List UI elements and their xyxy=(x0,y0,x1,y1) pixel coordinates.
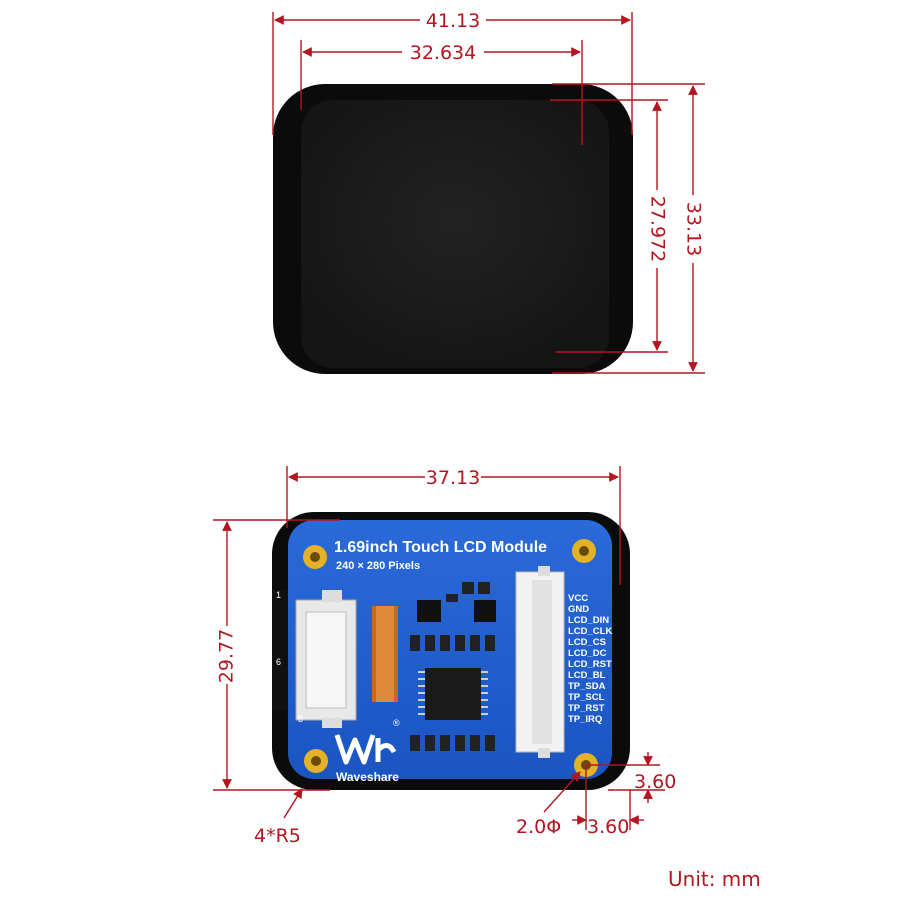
small-components xyxy=(410,582,496,751)
pin-label: TP_IRQ xyxy=(568,714,602,725)
outer-height-label: 33.13 xyxy=(683,202,705,256)
pin-label: LCD_RST xyxy=(568,659,612,670)
waveshare-logo-icon xyxy=(334,734,397,765)
pin-label: LCD_BL xyxy=(568,670,606,681)
pin-label: LCD_DC xyxy=(568,648,607,659)
pin-label: LCD_DIN xyxy=(568,615,609,626)
brand-label: Waveshare xyxy=(336,770,399,784)
active-width-label: 32.634 xyxy=(410,42,476,64)
lcd-active-area xyxy=(301,100,609,368)
pin-label: TP_SDA xyxy=(568,681,606,692)
top-view: 41.13 32.634 33.13 27.972 xyxy=(272,8,705,374)
pin-label: LCD_CLK xyxy=(568,626,612,637)
pin-header xyxy=(515,566,565,758)
unit-label: Unit: mm xyxy=(668,867,761,891)
silk-mark: 1 xyxy=(276,590,281,600)
main-ic xyxy=(418,668,488,720)
bottom-view: 1.69inch Touch LCD Module 240 × 280 Pixe… xyxy=(213,465,676,847)
pin-label: VCC xyxy=(568,593,588,604)
board-width-label: 37.13 xyxy=(426,467,480,489)
silk-mark: 8 xyxy=(298,714,303,724)
registered-mark: ® xyxy=(393,718,400,728)
pin-label: LCD_CS xyxy=(568,637,606,648)
mounting-hole xyxy=(303,545,327,569)
pin-label: TP_SCL xyxy=(568,692,605,703)
hole-offset-x-label: 3.60 xyxy=(587,816,629,838)
silk-mark: 6 xyxy=(276,657,281,667)
side-strip xyxy=(272,590,288,710)
mounting-hole xyxy=(304,749,328,773)
pcb-title: 1.69inch Touch LCD Module xyxy=(334,539,547,556)
mounting-hole xyxy=(572,539,596,563)
hole-offset-y-label: 3.60 xyxy=(634,771,676,793)
outer-width-label: 41.13 xyxy=(426,10,480,32)
board-height-label: 29.77 xyxy=(216,629,238,683)
fpc-connector xyxy=(295,590,357,728)
hole-diameter-label: 2.0Φ xyxy=(516,816,561,838)
pin-label: GND xyxy=(568,604,589,615)
corner-radius-label: 4*R5 xyxy=(254,825,301,847)
pcb-subtitle: 240 × 280 Pixels xyxy=(336,560,420,572)
pin-label: TP_RST xyxy=(568,703,605,714)
corner-radius-leader xyxy=(283,788,303,819)
hole-diameter-leader xyxy=(543,771,581,813)
active-height-label: 27.972 xyxy=(647,196,669,262)
